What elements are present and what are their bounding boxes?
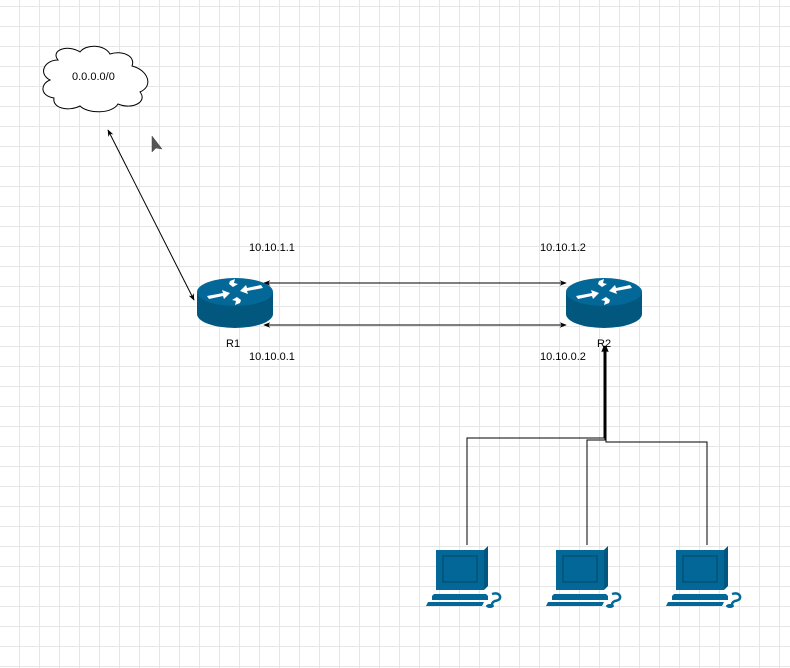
r2-bottom-address: 10.10.0.2 <box>540 351 586 363</box>
cloud-icon[interactable] <box>42 45 149 113</box>
cloud-r1-link[interactable] <box>107 129 195 301</box>
r1-label: R1 <box>226 338 241 350</box>
router-icon[interactable] <box>197 278 273 328</box>
pc2-r2-link[interactable] <box>586 345 608 545</box>
r2-top-address: 10.10.1.2 <box>540 242 586 254</box>
r1-bottom-address: 10.10.0.1 <box>249 351 295 363</box>
r1-top-address: 10.10.1.1 <box>249 242 295 254</box>
workstation-icon[interactable] <box>546 546 622 608</box>
r2-label: R2 <box>597 338 612 350</box>
mouse-cursor-icon <box>151 135 163 153</box>
workstation-icon[interactable] <box>426 546 502 608</box>
pc1-r2-link[interactable] <box>466 345 607 545</box>
workstation-icon[interactable] <box>666 546 742 608</box>
connection-lines <box>107 129 708 545</box>
router-icon[interactable] <box>566 278 642 328</box>
cloud-label: 0.0.0.0/0 <box>72 71 115 83</box>
pc3-r2-link[interactable] <box>603 345 708 545</box>
